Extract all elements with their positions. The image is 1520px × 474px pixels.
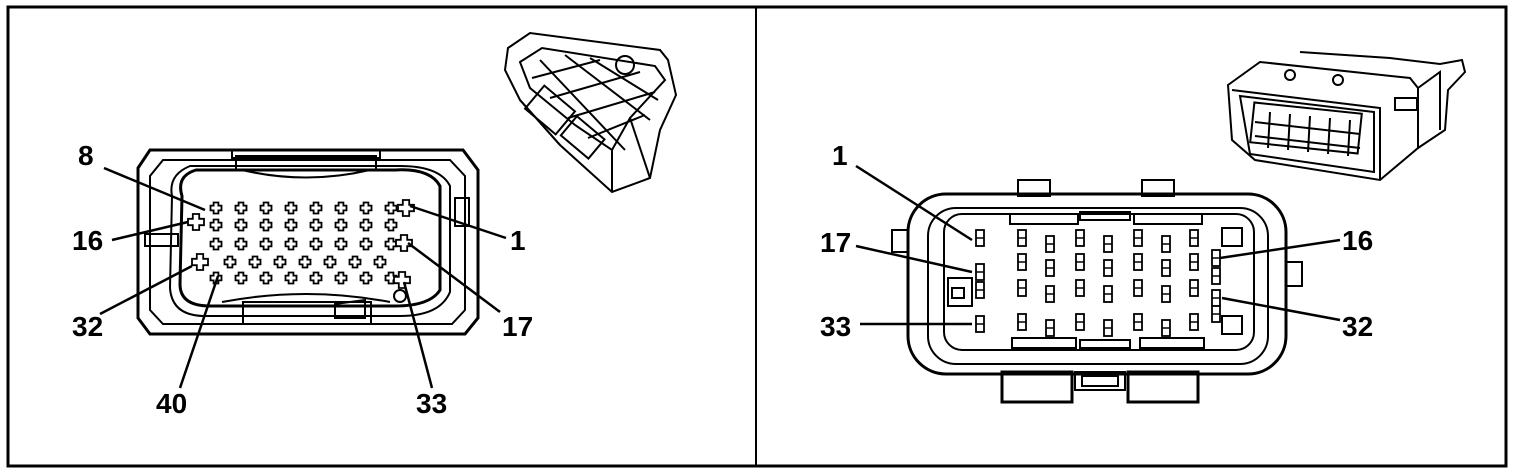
pin-cavity bbox=[209, 201, 223, 215]
pin-cavity bbox=[397, 199, 415, 217]
pin-cavity bbox=[384, 201, 398, 215]
pin-cavity bbox=[373, 255, 387, 269]
pin-cavity bbox=[393, 271, 411, 289]
right-connector-body bbox=[891, 179, 1303, 404]
leader-32 bbox=[1221, 296, 1341, 322]
pin-cavity bbox=[348, 255, 362, 269]
right-connector-thumbnail bbox=[1226, 51, 1467, 182]
leader-1 bbox=[855, 164, 973, 242]
pin-cavity bbox=[334, 218, 348, 232]
pin-cavity bbox=[298, 255, 312, 269]
pin-cavity bbox=[395, 234, 413, 252]
callout-32: 32 bbox=[72, 311, 103, 342]
left-pin-grid bbox=[187, 199, 415, 289]
callout-32: 32 bbox=[1342, 311, 1373, 342]
leader-1 bbox=[409, 204, 507, 240]
right-panel: 1 17 33 16 32 bbox=[820, 51, 1467, 404]
callout-1: 1 bbox=[832, 140, 848, 171]
pin-cavity bbox=[309, 237, 323, 251]
leader-17 bbox=[407, 242, 501, 313]
pin-cavity bbox=[191, 253, 209, 271]
pin-cavity bbox=[209, 237, 223, 251]
pin-cavity bbox=[284, 218, 298, 232]
leader-16 bbox=[1219, 238, 1341, 260]
pin-cavity bbox=[284, 237, 298, 251]
pin-cavity bbox=[309, 218, 323, 232]
pin-cavity bbox=[359, 271, 373, 285]
pin-cavity bbox=[284, 201, 298, 215]
right-terminal-grid bbox=[975, 229, 1221, 337]
pin-cavity bbox=[234, 271, 248, 285]
callout-17: 17 bbox=[502, 311, 533, 342]
pin-cavity bbox=[284, 271, 298, 285]
pin-cavity bbox=[223, 255, 237, 269]
left-panel: 8 16 32 40 1 17 33 bbox=[72, 31, 678, 419]
pin-cavity bbox=[273, 255, 287, 269]
pin-cavity bbox=[209, 271, 223, 285]
left-connector-thumbnail bbox=[503, 31, 678, 194]
pin-cavity bbox=[259, 218, 273, 232]
pin-cavity bbox=[384, 237, 398, 251]
callout-16: 16 bbox=[72, 225, 103, 256]
pin-cavity bbox=[259, 271, 273, 285]
leader-40 bbox=[178, 275, 220, 389]
pin-cavity bbox=[309, 201, 323, 215]
callout-33: 33 bbox=[820, 311, 851, 342]
pin-cavity bbox=[209, 218, 223, 232]
callout-33: 33 bbox=[416, 388, 447, 419]
left-leaders bbox=[99, 166, 507, 389]
leader-8 bbox=[103, 166, 206, 212]
pin-cavity bbox=[187, 213, 205, 231]
callout-16: 16 bbox=[1342, 225, 1373, 256]
pin-cavity bbox=[259, 237, 273, 251]
pin-cavity bbox=[334, 271, 348, 285]
left-connector-body bbox=[136, 148, 480, 336]
leader-32 bbox=[99, 264, 193, 316]
pin-cavity bbox=[234, 237, 248, 251]
leader-33 bbox=[402, 281, 434, 389]
leader-16 bbox=[111, 220, 189, 242]
pin-cavity bbox=[384, 218, 398, 232]
callout-8: 8 bbox=[78, 140, 94, 171]
leader-17 bbox=[855, 244, 973, 274]
callout-17: 17 bbox=[820, 227, 851, 258]
pin-cavity bbox=[359, 237, 373, 251]
callout-40: 40 bbox=[156, 388, 187, 419]
pin-cavity bbox=[334, 201, 348, 215]
pin-cavity bbox=[334, 237, 348, 251]
pin-cavity bbox=[309, 271, 323, 285]
pin-cavity bbox=[359, 218, 373, 232]
pin-cavity bbox=[248, 255, 262, 269]
pin-cavity bbox=[323, 255, 337, 269]
pin-cavity bbox=[359, 201, 373, 215]
pin-cavity bbox=[259, 201, 273, 215]
pin-cavity bbox=[234, 218, 248, 232]
callout-1: 1 bbox=[510, 225, 526, 256]
pin-cavity bbox=[234, 201, 248, 215]
right-leaders bbox=[855, 164, 1341, 326]
